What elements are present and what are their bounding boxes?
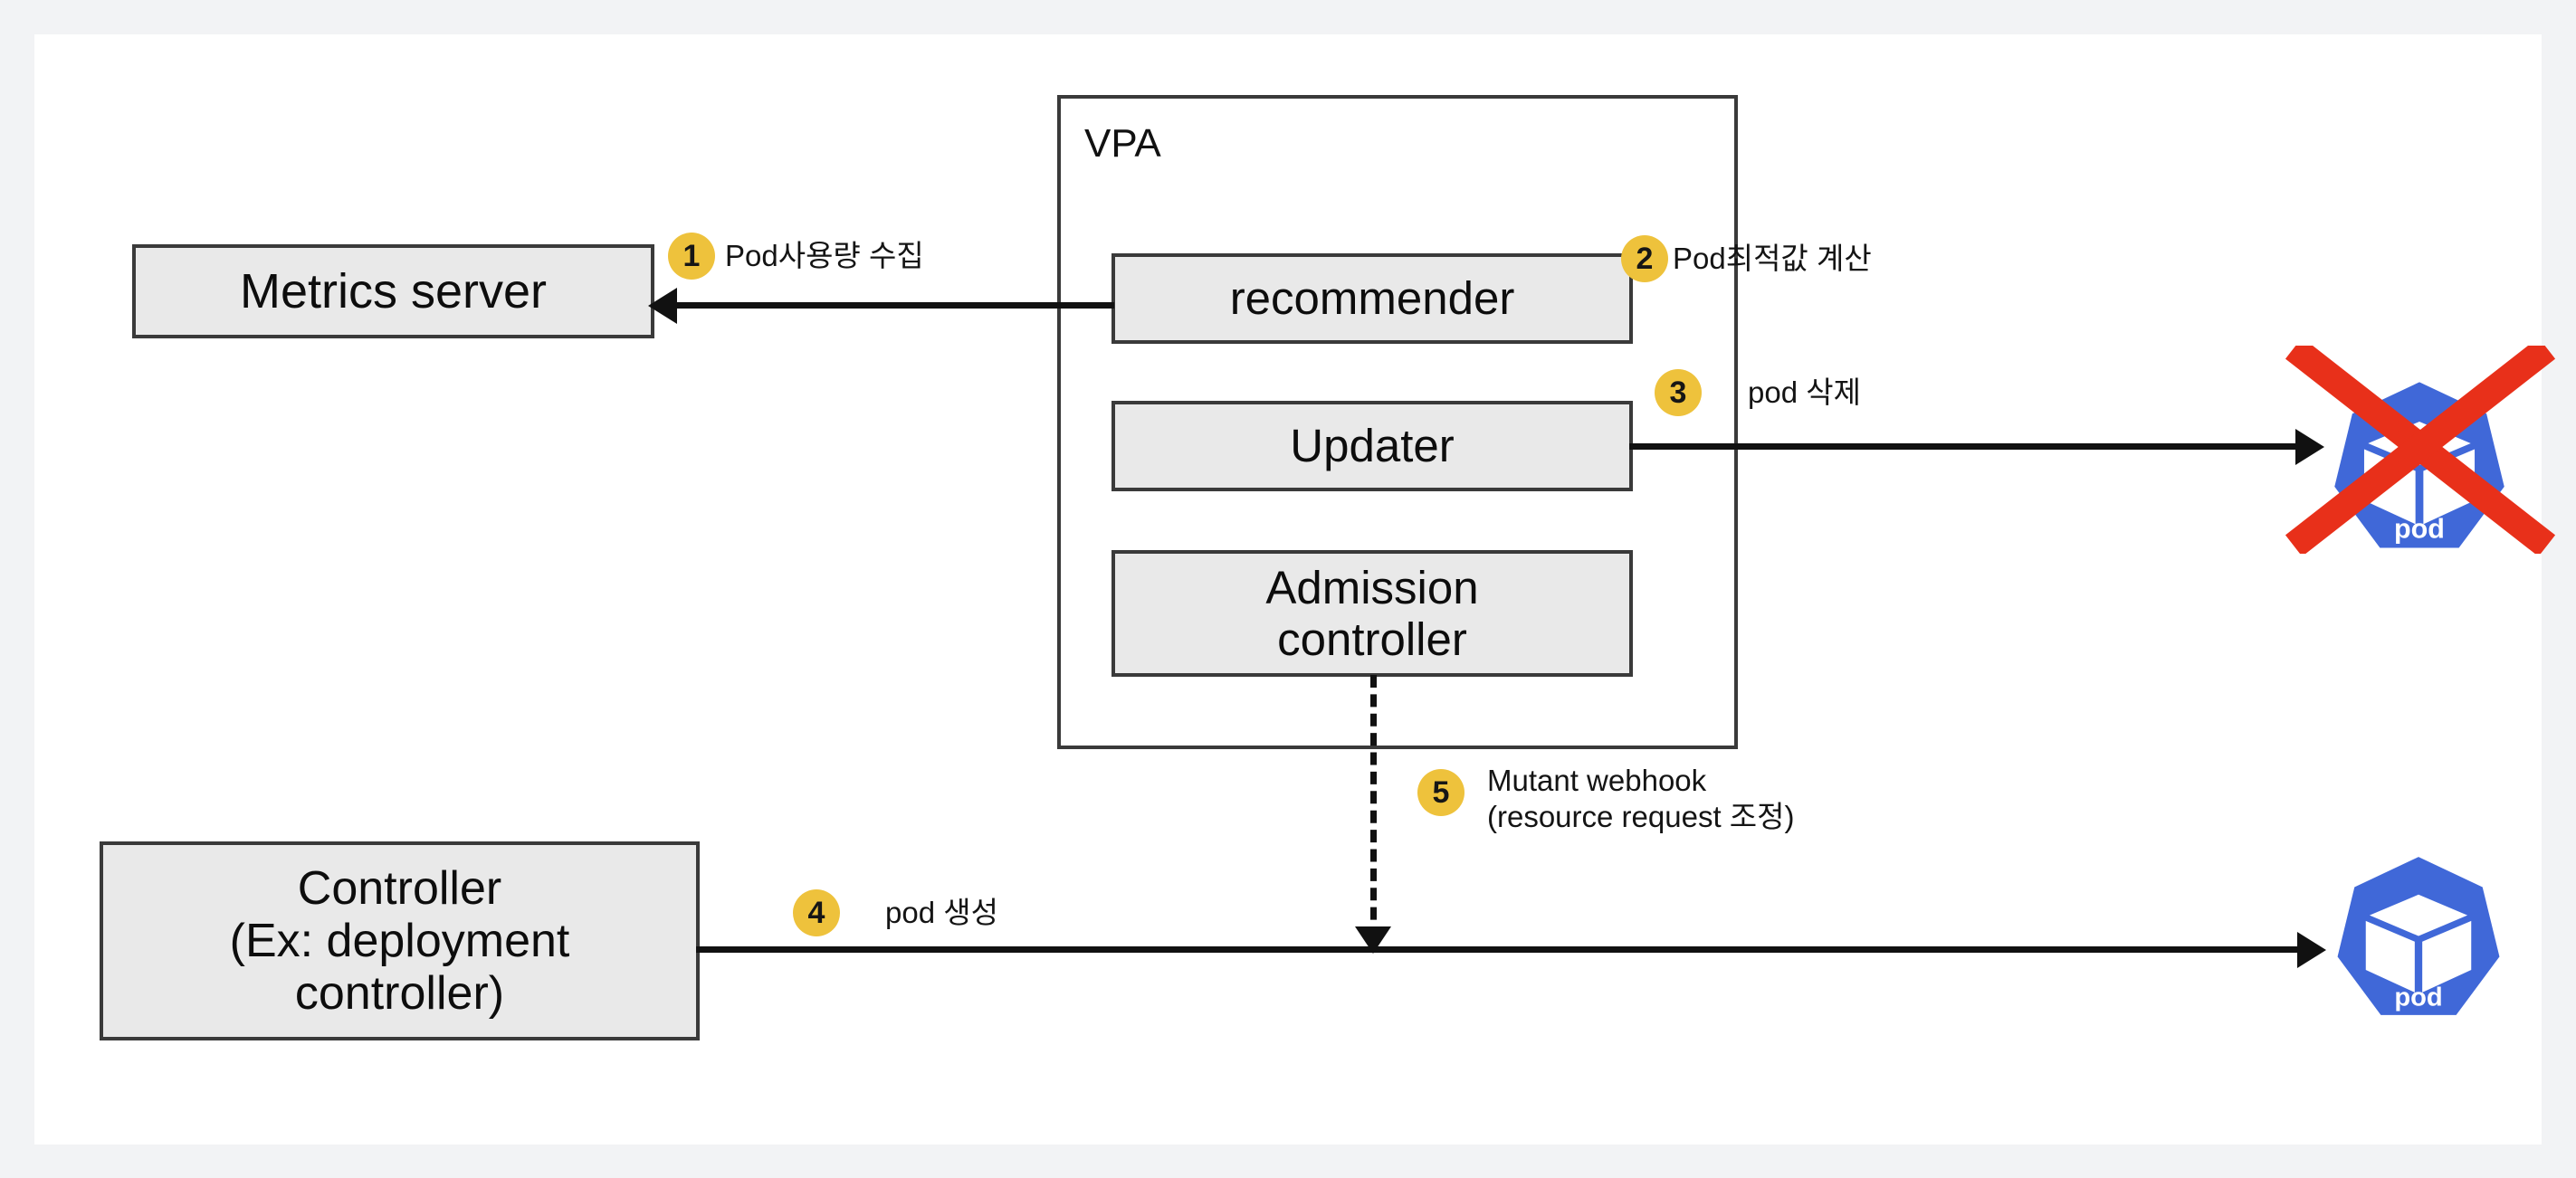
node-controller[interactable]: Controller (Ex: deployment controller)	[100, 841, 700, 1040]
step-label-4: pod 생성	[885, 896, 998, 929]
step-badge-4[interactable]: 4	[793, 889, 840, 936]
step-label-5: Mutant webhook (resource request 조정)	[1487, 764, 1795, 834]
node-admission-controller[interactable]: Admission controller	[1111, 550, 1633, 677]
delete-cross-icon	[2285, 346, 2556, 554]
flow-line-step-3	[1629, 443, 2306, 450]
step-badge-5[interactable]: 5	[1417, 769, 1465, 816]
flow-arrowhead-step-4	[2297, 932, 2326, 968]
kubernetes-pod-icon: pod	[2337, 857, 2500, 1015]
step-badge-1[interactable]: 1	[668, 233, 715, 280]
node-recommender[interactable]: recommender	[1111, 253, 1633, 344]
node-metrics-server[interactable]: Metrics server	[132, 244, 654, 338]
vpa-title: VPA	[1084, 121, 1161, 166]
step-label-2: Pod최적값 계산	[1673, 242, 1872, 275]
flow-arrowhead-step-5	[1355, 926, 1391, 954]
step-label-1: Pod사용량 수집	[725, 239, 924, 272]
node-vpa-container[interactable]	[1057, 95, 1738, 749]
flow-arrowhead-step-1	[648, 288, 677, 324]
pod-icon-created[interactable]: pod	[2324, 853, 2513, 1041]
flow-line-step-5	[1370, 675, 1377, 939]
node-updater[interactable]: Updater	[1111, 401, 1633, 491]
diagram-canvas: Metrics server VPA recommender Updater A…	[34, 34, 2556, 1145]
pod-icon-label: pod	[2394, 514, 2445, 545]
pod-icon-deleted[interactable]: pod	[2285, 346, 2556, 575]
step-badge-3[interactable]: 3	[1655, 369, 1702, 416]
pod-icon-label: pod	[2394, 983, 2442, 1012]
step-badge-2[interactable]: 2	[1621, 235, 1668, 282]
flow-line-step-4	[696, 946, 2310, 953]
flow-line-step-1	[668, 302, 1114, 309]
flow-arrowhead-step-3	[2295, 429, 2324, 465]
step-label-3: pod 삭제	[1748, 375, 1861, 409]
